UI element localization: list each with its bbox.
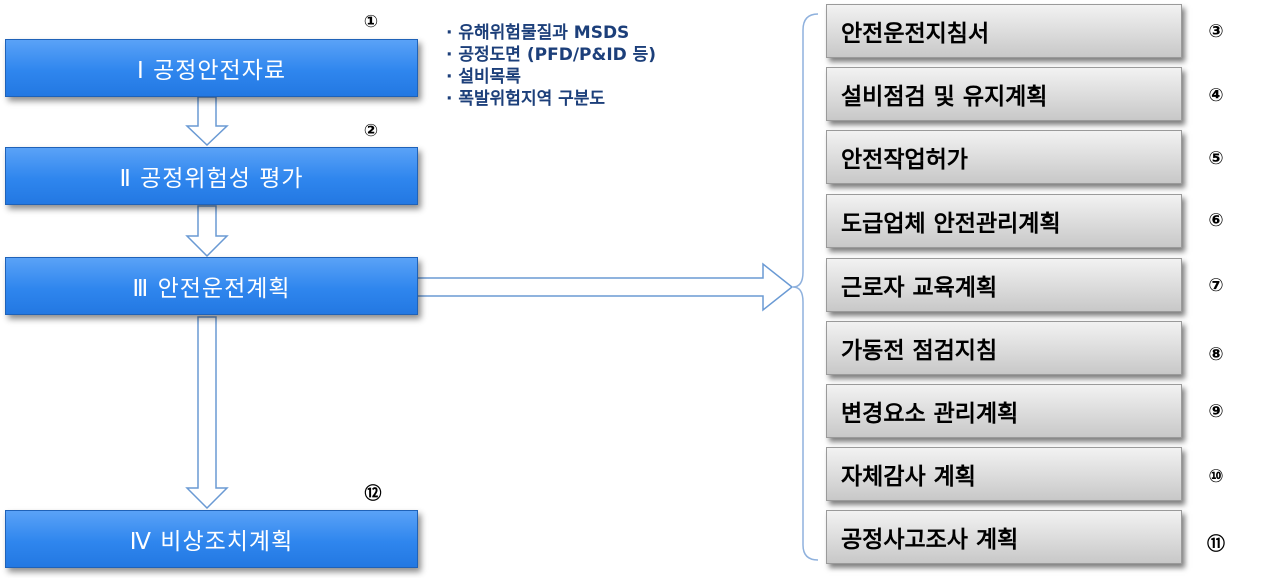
plan-item-number: ⑤ — [1208, 148, 1224, 169]
plan-item-5: 근로자 교육계획 — [826, 258, 1182, 312]
bullet-item: 폭발위험지역 구분도 — [446, 88, 656, 110]
plan-item-label: 공정사고조사 계획 — [841, 527, 1019, 553]
plan-item-7: 변경요소 관리계획 — [826, 384, 1182, 438]
plan-item-label: 근로자 교육계획 — [841, 275, 998, 301]
step-3-box: Ⅲ 안전운전계획 — [5, 257, 418, 315]
step-2-label: Ⅱ 공정위험성 평가 — [119, 166, 304, 192]
plan-item-label: 도급업체 안전관리계획 — [841, 211, 1061, 237]
step-1-box: Ⅰ 공정안전자료 — [5, 39, 418, 97]
plan-item-1: 안전운전지침서 — [826, 4, 1182, 58]
bullet-item: 설비목록 — [446, 66, 656, 88]
plan-item-8: 자체감사 계획 — [826, 447, 1182, 501]
plan-item-number: ⑧ — [1208, 344, 1224, 365]
plan-item-label: 가동전 점검지침 — [841, 338, 998, 364]
plan-item-6: 가동전 점검지침 — [826, 321, 1182, 375]
plan-item-3: 안전작업허가 — [826, 130, 1182, 184]
plan-item-label: 설비점검 및 유지계획 — [841, 84, 1048, 110]
bullet-item: 유해위험물질과 MSDS — [446, 22, 656, 44]
step-2-box: Ⅱ 공정위험성 평가 — [5, 147, 418, 205]
plan-item-number: ⑩ — [1208, 466, 1224, 487]
step-4-number: ⑫ — [364, 484, 382, 504]
arrow-3-to-list — [416, 262, 794, 312]
arrow-3-to-4 — [185, 316, 229, 510]
bullet-item: 공정도면 (PFD/P&ID 등) — [446, 44, 656, 66]
step-4-label: Ⅳ 비상조치계획 — [129, 529, 294, 555]
arrow-1-to-2 — [185, 96, 229, 147]
plan-item-label: 안전운전지침서 — [841, 21, 990, 47]
plan-item-number: ⑥ — [1208, 210, 1224, 231]
plan-item-label: 안전작업허가 — [841, 147, 968, 173]
plan-item-2: 설비점검 및 유지계획 — [826, 67, 1182, 121]
plan-item-number: ③ — [1208, 21, 1224, 42]
step-3-label: Ⅲ 안전운전계획 — [132, 276, 291, 302]
plan-item-9: 공정사고조사 계획 — [826, 510, 1182, 564]
step-2-number: ② — [363, 121, 379, 141]
arrow-2-to-3 — [185, 205, 229, 258]
process-safety-data-list: 유해위험물질과 MSDS 공정도면 (PFD/P&ID 등) 설비목록 폭발위험… — [446, 22, 656, 110]
plan-item-label: 자체감사 계획 — [841, 464, 976, 490]
step-1-number: ① — [363, 12, 379, 32]
plan-item-4: 도급업체 안전관리계획 — [826, 194, 1182, 248]
plan-item-number: ⑪ — [1207, 534, 1225, 555]
plan-item-number: ④ — [1208, 85, 1224, 106]
plan-item-label: 변경요소 관리계획 — [841, 401, 1019, 427]
plan-item-number: ⑦ — [1208, 275, 1224, 296]
plan-item-number: ⑨ — [1208, 401, 1224, 422]
list-bracket — [792, 13, 819, 561]
step-4-box: Ⅳ 비상조치계획 — [5, 510, 418, 568]
step-1-label: Ⅰ 공정안전자료 — [136, 58, 287, 84]
